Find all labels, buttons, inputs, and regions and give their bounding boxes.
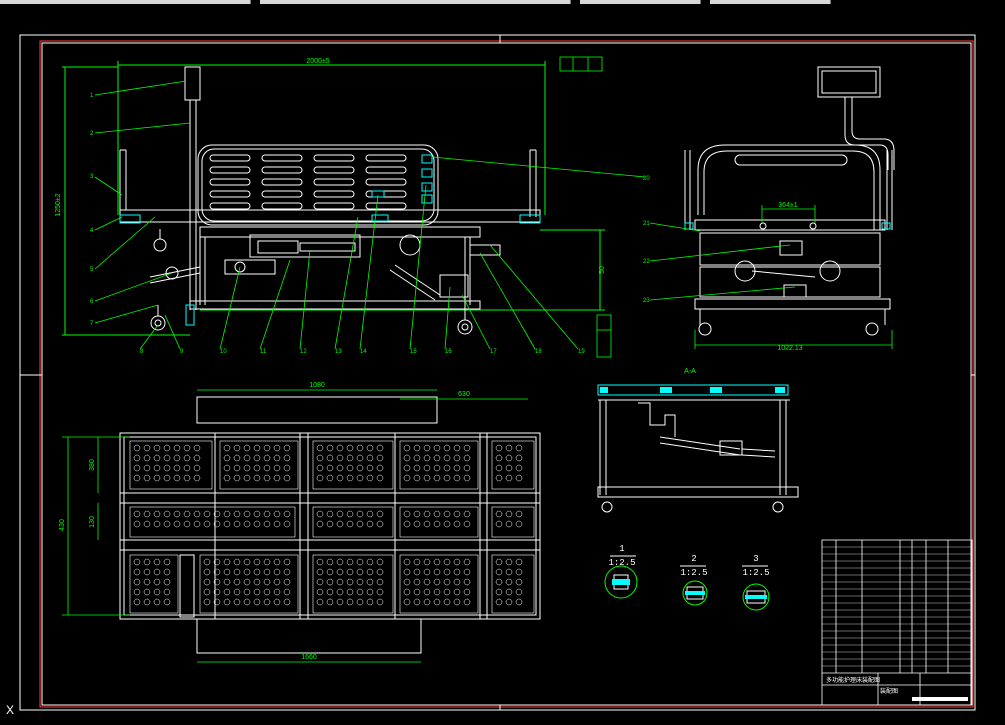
detail-views: [604, 555, 770, 611]
toolbar-tab[interactable]: [0, 0, 251, 4]
part-number-23: 23: [643, 298, 650, 304]
detail-2-number: 2: [691, 554, 696, 564]
part-number-6: 6: [90, 299, 94, 305]
title-text: 多功能护理床装配图 装配图: [826, 676, 898, 695]
detail-3-number: 3: [753, 554, 758, 564]
dim-plan-left-c: 130: [89, 516, 96, 528]
part-number-8: 8: [140, 349, 144, 355]
part-number-9: 9: [180, 349, 184, 355]
part-number-21: 21: [643, 221, 650, 227]
part-number-14: 14: [360, 349, 367, 355]
part-number-5: 5: [90, 267, 94, 273]
dim-plan-top: 1080: [309, 382, 325, 389]
part-number-16: 16: [445, 349, 452, 355]
part-number-1: 1: [90, 93, 94, 99]
dim-overall-length: 2000±5: [306, 58, 329, 65]
side-dimension-lines: [649, 205, 893, 349]
leader-lines-front: [94, 80, 646, 350]
detail-1-number: 1: [619, 544, 624, 554]
sheet-label: 装配图: [880, 687, 898, 695]
part-number-4: 4: [90, 228, 94, 234]
plan-view: [119, 396, 541, 654]
part-number-20: 20: [643, 176, 650, 182]
drawing-canvas[interactable]: 2000±5 1250±2 50 1022.13 364±1 A-A 1080 …: [0, 5, 1005, 725]
drawing-frame: [19, 34, 976, 711]
roughness-box: [559, 56, 612, 358]
plan-hole-grid: [129, 440, 535, 614]
part-number-17: 17: [490, 349, 497, 355]
toolbar-tab[interactable]: [580, 0, 701, 4]
dim-plan-right: 630: [458, 391, 470, 398]
title-block-rows: [822, 546, 972, 667]
part-number-7: 7: [90, 321, 94, 327]
title-block: [821, 539, 973, 706]
section-view: [597, 384, 799, 513]
drawing-name: 多功能护理床装配图: [826, 676, 880, 684]
part-number-12: 12: [300, 349, 307, 355]
toolbar-tab[interactable]: [260, 0, 571, 4]
dim-plan-bottom: 1660: [301, 654, 317, 661]
part-number-15: 15: [410, 349, 417, 355]
part-number-19: 19: [578, 349, 585, 355]
detail-1-scale: 1:2.5: [608, 558, 635, 568]
detail-2-scale: 1:2.5: [680, 568, 707, 578]
dim-gauge-right: 50: [599, 266, 606, 274]
dim-plan-left-a: 380: [89, 459, 96, 471]
part-number-10: 10: [220, 349, 227, 355]
detail-3-scale: 1:2.5: [742, 568, 769, 578]
part-number-22: 22: [643, 259, 650, 265]
front-view: [62, 61, 605, 336]
dim-side-inner: 364±1: [778, 202, 798, 209]
part-number-13: 13: [335, 349, 342, 355]
dim-plan-left-b: 430: [59, 519, 66, 531]
dim-side-width: 1022.13: [777, 345, 802, 352]
toolbar-tab[interactable]: [710, 0, 831, 4]
part-number-2: 2: [90, 131, 94, 137]
section-label: A-A: [684, 368, 696, 375]
side-view: [684, 66, 895, 336]
plan-dimension-lines: [62, 389, 528, 663]
part-number-18: 18: [535, 349, 542, 355]
drawing-text: 2000±5 1250±2 50 1022.13 364±1 A-A 1080 …: [55, 58, 803, 661]
dim-height: 1250±2: [55, 193, 62, 216]
detail-labels: 1 1:2.5 2 1:2.5 3 1:2.5: [608, 544, 769, 578]
ucs-icon: X: [6, 703, 15, 717]
top-toolbar-strip: [0, 0, 1005, 5]
part-number-11: 11: [260, 349, 267, 355]
part-number-3: 3: [90, 174, 94, 180]
